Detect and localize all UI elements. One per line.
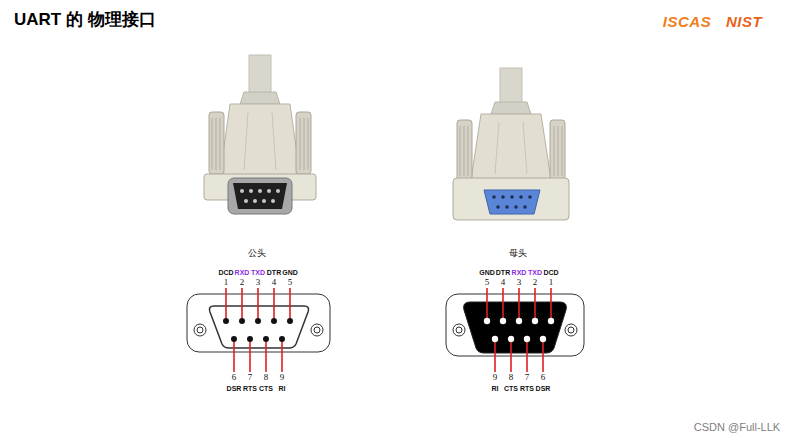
pin-number: 2 — [240, 278, 245, 288]
female-cable-photo — [453, 68, 569, 220]
pin-name: TXD — [251, 269, 265, 277]
pin-number: 6 — [541, 373, 546, 383]
pin-number: 6 — [232, 373, 237, 383]
pin-name: DSR — [227, 385, 242, 393]
male-cable-photo — [204, 55, 316, 214]
pin-name: DTR — [267, 269, 281, 277]
pin-number: 3 — [256, 278, 261, 288]
pin-name: TXD — [528, 269, 542, 277]
slide-title: UART 的 物理接口 — [14, 8, 156, 31]
connector-heading: 公头 — [248, 249, 266, 259]
pin-name: RI — [279, 385, 286, 393]
pin-number: 4 — [272, 278, 277, 288]
pin-name: RI — [492, 385, 499, 393]
pin-name: RXD — [235, 269, 250, 277]
male-pin-leads — [226, 288, 290, 372]
pin-name: RXD — [512, 269, 527, 277]
pin-name: CTS — [504, 385, 518, 393]
logo-text: NIST — [726, 14, 762, 31]
pin-number: 9 — [493, 373, 498, 383]
connector-heading: 母头 — [509, 249, 527, 259]
pin-number: 7 — [248, 373, 253, 383]
pin-number: 5 — [485, 278, 490, 288]
logo-text: ISCAS — [663, 14, 711, 31]
pin-number: 8 — [264, 373, 269, 383]
pin-number: 8 — [509, 373, 514, 383]
pin-number: 5 — [288, 278, 293, 288]
pin-number: 2 — [533, 278, 538, 288]
male-pins — [223, 318, 293, 342]
pin-name: RTS — [520, 385, 534, 393]
pin-number: 3 — [517, 278, 522, 288]
pin-name: DCD — [543, 269, 558, 277]
pin-name: GND — [479, 269, 495, 277]
pin-number: 7 — [525, 373, 530, 383]
pin-name: DTR — [496, 269, 510, 277]
female-pins — [484, 318, 554, 342]
pin-name: RTS — [243, 385, 257, 393]
pin-number: 1 — [549, 278, 554, 288]
watermark: CSDN @Full-LLK — [694, 421, 780, 433]
female-pin-leads — [487, 288, 551, 372]
pin-name: DSR — [536, 385, 551, 393]
pin-number: 4 — [501, 278, 506, 288]
pin-name: CTS — [259, 385, 273, 393]
female-db9-outline — [446, 294, 584, 356]
pin-number: 9 — [280, 373, 285, 383]
pin-name: DCD — [218, 269, 233, 277]
pin-name: GND — [282, 269, 298, 277]
pin-number: 1 — [224, 278, 229, 288]
